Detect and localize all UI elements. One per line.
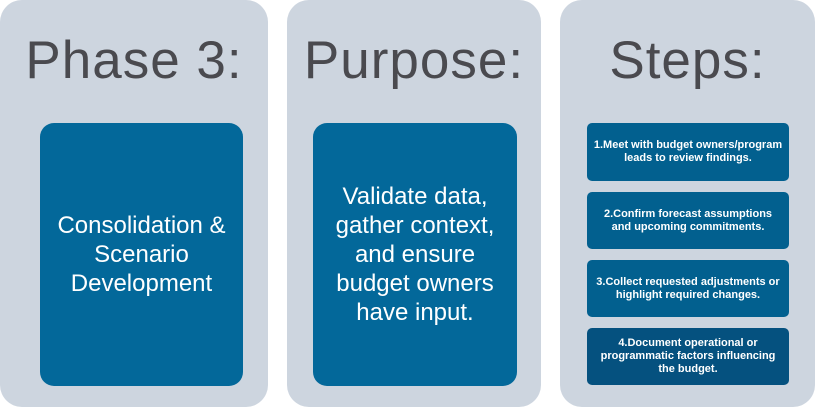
phase-column: Phase 3: Consolidation & Scenario Develo…: [0, 0, 268, 407]
purpose-title: Purpose:: [303, 31, 525, 90]
step-box-3: 3.Collect requested adjustments or highl…: [587, 260, 789, 317]
step-box-1: 1.Meet with budget owners/program leads …: [587, 123, 789, 181]
phase-title: Phase 3:: [25, 31, 243, 90]
purpose-description-box: Validate data, gather context, and ensur…: [313, 123, 517, 386]
step-box-4: 4.Document operational or programmatic f…: [587, 328, 789, 385]
step-box-2: 2.Confirm forecast assumptions and upcom…: [587, 192, 789, 249]
purpose-column: Purpose: Validate data, gather context, …: [287, 0, 541, 407]
steps-column: Steps: 1.Meet with budget owners/program…: [560, 0, 815, 407]
steps-title: Steps:: [609, 31, 766, 90]
phase-description-box: Consolidation & Scenario Development: [40, 123, 243, 386]
